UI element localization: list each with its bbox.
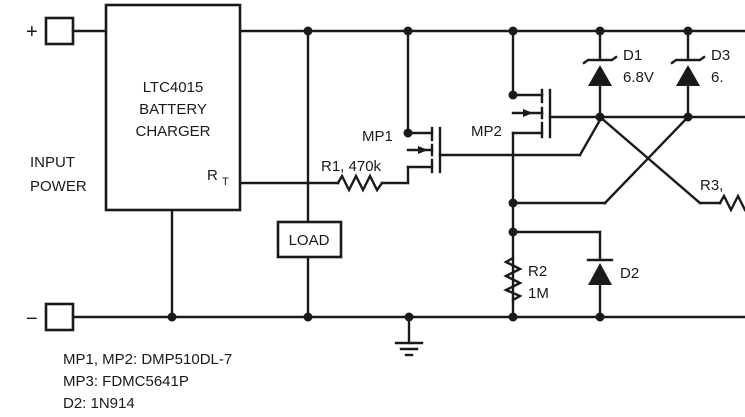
rt-pin-main: R xyxy=(207,167,218,184)
mp2-transistor-symbol xyxy=(511,88,552,139)
charger-label-line1: LTC4015 xyxy=(143,79,204,96)
mp1-label: MP1 xyxy=(362,128,393,145)
plus-terminal xyxy=(44,16,75,46)
load-box xyxy=(276,220,343,259)
note-line1: MP1, MP2: DMP510DL-7 xyxy=(63,351,232,368)
input-power-label-line1: INPUT xyxy=(30,154,75,171)
r1-resistor-symbol xyxy=(336,173,384,193)
minus-terminal-sign: − xyxy=(26,308,38,330)
rt-pin-label: R T xyxy=(207,167,229,188)
d3-value-label: 6. xyxy=(711,69,724,86)
d1-value-label: 6.8V xyxy=(623,69,654,86)
charger-label-line3: CHARGER xyxy=(135,123,210,140)
load-label: LOAD xyxy=(289,232,330,249)
r2-resistor-symbol xyxy=(503,256,523,302)
rt-pin-sub: T xyxy=(222,176,229,188)
r2-name-label: R2 xyxy=(528,263,547,280)
charger-label-line2: BATTERY xyxy=(139,101,207,118)
r1-label: R1, 470k xyxy=(321,158,382,175)
d1-name-label: D1 xyxy=(623,47,642,64)
minus-terminal xyxy=(44,302,75,332)
note-line2: MP3: FDMC5641P xyxy=(63,373,189,390)
d2-diode-symbol xyxy=(586,258,614,285)
d3-name-label: D3 xyxy=(711,47,730,64)
d2-name-label: D2 xyxy=(620,265,639,282)
d3-zener-symbol xyxy=(670,55,706,86)
ground-icon xyxy=(394,341,424,357)
mp2-label: MP2 xyxy=(471,123,502,140)
input-power-label-line2: POWER xyxy=(30,178,87,195)
junction-dots xyxy=(167,26,693,322)
r3-resistor-symbol xyxy=(718,193,745,213)
r3-label: R3, xyxy=(700,177,723,194)
charger-box xyxy=(104,3,242,212)
r2-value-label: 1M xyxy=(528,285,549,302)
note-line3: D2: 1N914 xyxy=(63,395,135,412)
mp1-transistor-symbol xyxy=(406,126,442,174)
d1-zener-symbol xyxy=(582,55,618,86)
plus-terminal-sign: + xyxy=(26,21,38,43)
